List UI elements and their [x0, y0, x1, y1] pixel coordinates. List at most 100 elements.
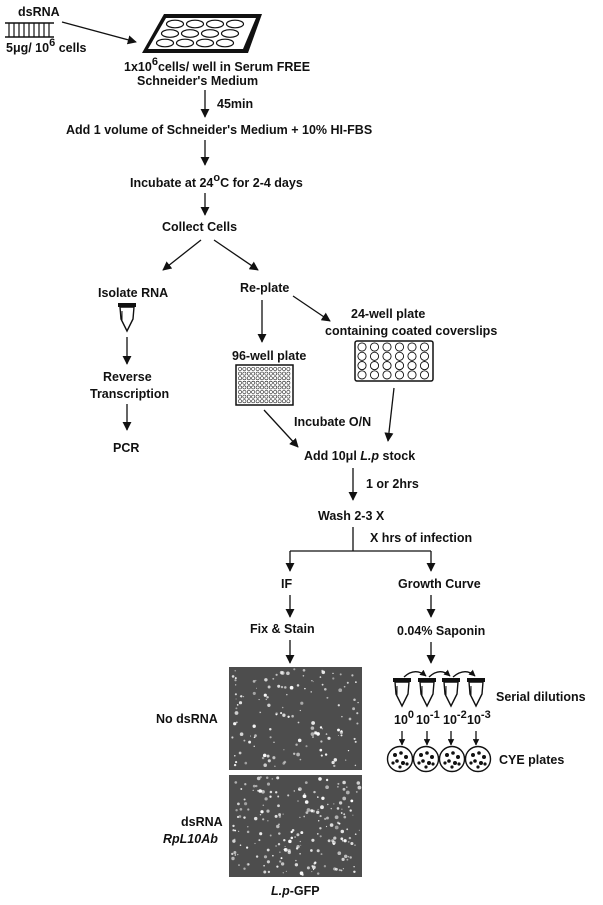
- gfp-spot: [321, 796, 325, 800]
- well: [246, 376, 251, 381]
- well: [268, 399, 273, 404]
- gfp-spot: [346, 681, 349, 684]
- gfp-spot: [258, 839, 261, 842]
- well: [382, 370, 392, 380]
- gfp-spot: [263, 693, 267, 697]
- gfp-spot: [265, 698, 268, 701]
- gfp-spot: [276, 776, 280, 780]
- gfp-spot: [345, 759, 347, 761]
- gfp-spot: [302, 668, 306, 672]
- gfp-spot: [352, 707, 356, 711]
- gfp-spot: [262, 804, 265, 807]
- gfp-spot: [238, 815, 242, 818]
- tube-icon: [466, 677, 486, 707]
- gfp-spot: [343, 839, 347, 843]
- gfp-spot: [356, 712, 359, 715]
- gfp-spot: [299, 758, 302, 761]
- gfp-spot: [300, 701, 304, 705]
- gfp-spot: [266, 848, 270, 852]
- gfp-spot: [304, 800, 309, 804]
- gfp-spot: [239, 844, 242, 846]
- gfp-spot: [333, 758, 338, 762]
- gfp-spot: [312, 681, 314, 683]
- gfp-spot: [234, 754, 236, 757]
- gfp-spot: [261, 756, 265, 760]
- well: [238, 399, 242, 404]
- gfp-spot: [238, 751, 242, 755]
- gfp-spot: [311, 679, 313, 682]
- gfp-spot: [321, 728, 324, 730]
- gfp-spot: [240, 695, 243, 698]
- gfp-spot: [316, 849, 320, 853]
- well: [268, 394, 273, 399]
- well: [251, 390, 256, 394]
- gfp-spot: [234, 711, 239, 715]
- gfp-spot: [310, 691, 312, 693]
- gfp-spot: [280, 712, 283, 715]
- dilution-label: 100: [394, 709, 414, 727]
- gfp-spot: [348, 717, 352, 721]
- well: [264, 394, 269, 399]
- well: [286, 371, 291, 376]
- well: [394, 361, 405, 371]
- gfp-spot: [278, 832, 281, 835]
- gfp-spot: [312, 868, 315, 871]
- well: [246, 399, 251, 404]
- well: [273, 394, 278, 399]
- gfp-spot: [248, 740, 252, 744]
- gfp-spot: [319, 835, 322, 838]
- well: [246, 390, 251, 394]
- gfp-spot: [277, 804, 280, 808]
- micrograph-no-dsrna: [229, 667, 362, 770]
- cye-plate-icon: [438, 745, 466, 773]
- tube-icon: [417, 677, 437, 707]
- gfp-spot: [237, 830, 240, 832]
- gfp-spot: [295, 859, 297, 862]
- well: [264, 380, 269, 385]
- cye-plates-label: CYE plates: [499, 753, 564, 767]
- gfp-spot: [286, 693, 288, 696]
- gfp-spot: [269, 795, 272, 798]
- tube-icon: [441, 677, 461, 707]
- gfp-spot: [326, 816, 329, 820]
- gfp-spot: [339, 673, 342, 676]
- gfp-spot: [343, 685, 346, 688]
- gfp-spot: [257, 789, 259, 792]
- gfp-spot: [319, 726, 323, 729]
- cye-plates: [386, 745, 492, 773]
- well: [282, 380, 286, 385]
- gfp-spot: [258, 699, 260, 701]
- well: [407, 370, 417, 380]
- gfp-spot: [348, 836, 352, 840]
- gfp-spot: [355, 681, 357, 683]
- gfp-spot: [280, 862, 285, 866]
- gfp-spot: [311, 871, 313, 873]
- well: [407, 351, 417, 361]
- well: [286, 390, 291, 394]
- gfp-spot: [302, 794, 307, 799]
- gfp-spot: [231, 675, 235, 678]
- gfp-spot: [283, 749, 285, 751]
- gfp-spot: [301, 873, 304, 877]
- gfp-spot: [319, 748, 323, 752]
- gfp-spot: [263, 855, 268, 859]
- well: [260, 376, 264, 381]
- gfp-spot: [319, 827, 322, 830]
- gfp-spot: [283, 760, 287, 764]
- well: [282, 376, 286, 381]
- gfp-spot: [337, 735, 339, 736]
- well: [369, 342, 380, 352]
- well: [175, 38, 195, 48]
- gfp-spot: [276, 824, 280, 829]
- well: [419, 351, 430, 361]
- gfp-spot: [235, 684, 237, 686]
- gfp-spot: [338, 688, 343, 693]
- well: [242, 394, 247, 399]
- well: [282, 367, 286, 371]
- gfp-spot: [269, 736, 272, 739]
- gfp-spot: [313, 862, 316, 865]
- gfp-spot: [243, 867, 246, 870]
- well: [369, 370, 380, 380]
- well: [160, 29, 180, 38]
